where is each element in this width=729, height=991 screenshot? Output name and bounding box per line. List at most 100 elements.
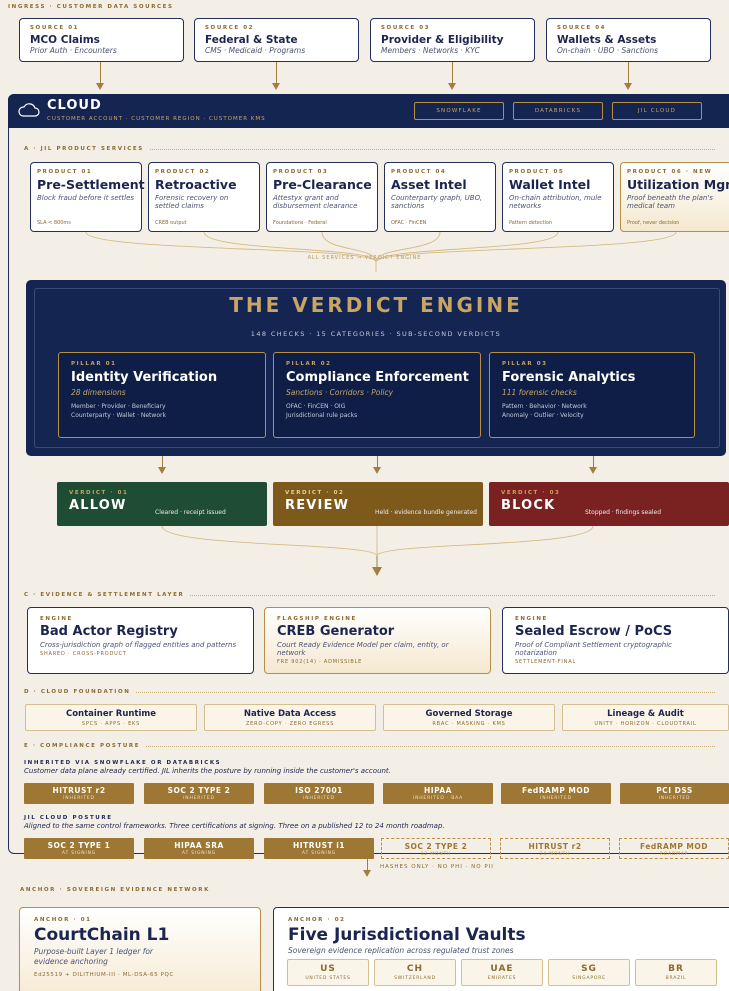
snowflake-button[interactable]: SNOWFLAKE [414,102,504,120]
source-eyebrow: SOURCE 02 [205,25,255,31]
evidence-title: Sealed Escrow / PoCS [515,624,673,639]
source-card-mco[interactable]: SOURCE 01 MCO Claims Prior Auth · Encoun… [19,18,184,62]
source-eyebrow: SOURCE 04 [557,25,607,31]
pillar-line: Member · Provider · Beneficiary [71,403,166,410]
badge-sub: AT SIGNING [61,851,97,856]
evidence-title: CREB Generator [277,624,395,639]
product-title: Retroactive [155,177,237,192]
creb-generator-card[interactable]: FLAGSHIP ENGINE CREB Generator Court Rea… [264,607,491,674]
section-a-label: A · JIL PRODUCT SERVICES [24,146,144,152]
product-foot: Proof, never decision [627,220,680,226]
verdict-block[interactable]: VERDICT · 03 BLOCK Stopped · findings se… [489,482,729,526]
foundation-governed-storage[interactable]: Governed Storage RBAC · MASKING · KMS [383,704,555,731]
verdict-title: ALLOW [69,498,127,513]
product-foot: OFAC · FinCEN [391,220,427,226]
jil-cloud-button[interactable]: JIL CLOUD [612,102,702,120]
bad-actor-registry-card[interactable]: ENGINE Bad Actor Registry Cross-jurisdic… [27,607,254,674]
source-eyebrow: SOURCE 01 [30,25,80,31]
sealed-escrow-card[interactable]: ENGINE Sealed Escrow / PoCS Proof of Com… [502,607,729,674]
product-card-retroactive[interactable]: PRODUCT 02 Retroactive Forensic recovery… [148,162,260,232]
cloud-icon [18,103,40,117]
pillar-title: Forensic Analytics [502,370,636,385]
evidence-foot: SETTLEMENT-FINAL [515,659,577,665]
product-card-pre-settlement[interactable]: PRODUCT 01 Pre-Settlement Block fraud be… [30,162,145,232]
arrow-down-icon [448,83,456,90]
evidence-title: Bad Actor Registry [40,624,178,639]
section-d-label: D · CLOUD FOUNDATION [24,689,131,695]
verdict-desc: Stopped · findings sealed [585,509,662,516]
badge-sub: AT SIGNING [181,851,217,856]
hashes-note: HASHES ONLY · NO PHI · NO PII [380,864,494,870]
foundation-title: Container Runtime [65,709,157,719]
anchor-sub: Purpose-built Layer 1 ledger for evidenc… [34,947,154,966]
verdict-desc: Cleared · receipt issued [155,509,226,516]
pillar-line: Pattern · Behavior · Network [502,403,587,410]
verdict-engine-frame [34,288,720,448]
badge-sub: INHERITED [540,796,572,801]
verdict-review[interactable]: VERDICT · 02 REVIEW Held · evidence bund… [273,482,483,526]
pillar-compliance-enforcement[interactable]: PILLAR 02 Compliance Enforcement Sanctio… [273,352,481,438]
courtchain-card[interactable]: ANCHOR · 01 CourtChain L1 Purpose-built … [19,907,261,991]
product-sub: On-chain attribution, mule networks [509,194,602,210]
product-card-pre-clearance[interactable]: PRODUCT 03 Pre-Clearance Attestyx grant … [266,162,378,232]
product-sub: Forensic recovery on settled claims [155,194,229,210]
product-eyebrow: PRODUCT 03 [273,169,329,175]
product-card-utilization-mgmt[interactable]: PRODUCT 06 · NEW Utilization Mgmt Proof … [620,162,729,232]
cloud-header [8,94,729,128]
pillar-identity-verification[interactable]: PILLAR 01 Identity Verification 28 dimen… [58,352,266,438]
ingress-label: INGRESS · CUSTOMER DATA SOURCES [8,4,174,10]
anchor-title: Five Jurisdictional Vaults [288,925,526,945]
verdict-eyebrow: VERDICT · 02 [285,490,345,496]
arrow-down-icon [589,467,597,474]
foundation-sub: SPCS · APPS · EKS [81,721,141,727]
foundation-container-runtime[interactable]: Container Runtime SPCS · APPS · EKS [25,704,197,731]
vault-code: SG [581,964,597,974]
source-card-wallets[interactable]: SOURCE 04 Wallets & Assets On-chain · UB… [546,18,711,62]
connector-line [628,62,629,84]
source-card-provider[interactable]: SOURCE 03 Provider & Eligibility Members… [370,18,535,62]
badge-sub: INHERITED [63,796,95,801]
product-title: Utilization Mgmt [627,177,729,192]
foundation-sub: UNITY · HORIZON · CLOUDTRAIL [594,721,697,727]
evidence-eyebrow: ENGINE [40,616,73,622]
source-card-federal[interactable]: SOURCE 02 Federal & State CMS · Medicaid… [194,18,359,62]
verdict-allow[interactable]: VERDICT · 01 ALLOW Cleared · receipt iss… [57,482,267,526]
jil-posture-text: Aligned to the same control frameworks. … [24,822,445,830]
connector-line [100,62,101,84]
merge-label: ALL SERVICES → VERDICT ENGINE [307,255,422,261]
pillar-title: Identity Verification [71,370,218,385]
product-card-wallet-intel[interactable]: PRODUCT 05 Wallet Intel On-chain attribu… [502,162,614,232]
cloud-subtitle: CUSTOMER ACCOUNT · CUSTOMER REGION · CUS… [47,116,266,122]
source-title: Federal & State [205,34,298,46]
foundation-lineage-audit[interactable]: Lineage & Audit UNITY · HORIZON · CLOUDT… [562,704,729,731]
product-title: Pre-Clearance [273,177,372,192]
evidence-sub: Proof of Compliant Settlement cryptograp… [515,641,672,657]
vault-name: UNITED STATES [305,976,351,981]
vault-code: CH [406,964,424,974]
arrow-down-icon [158,467,166,474]
badge-title: ISO 27001 [295,786,343,795]
foundation-title: Governed Storage [425,709,513,719]
pillar-forensic-analytics[interactable]: PILLAR 03 Forensic Analytics 111 forensi… [489,352,695,438]
foundation-native-data-access[interactable]: Native Data Access ZERO-COPY · ZERO EGRE… [204,704,376,731]
product-card-asset-intel[interactable]: PRODUCT 04 Asset Intel Counterparty grap… [384,162,496,232]
vault-name: BRAZIL [665,976,687,981]
pillar-eyebrow: PILLAR 02 [286,361,332,367]
badge-title: HITRUST r2 [52,786,106,795]
evidence-foot: SHARED · CROSS-PRODUCT [40,651,127,657]
databricks-button[interactable]: DATABRICKS [513,102,603,120]
connector-line [377,456,378,468]
pillar-accent: 28 dimensions [71,388,126,397]
foundation-title: Lineage & Audit [607,709,684,719]
cloud-title: CLOUD [47,98,102,113]
